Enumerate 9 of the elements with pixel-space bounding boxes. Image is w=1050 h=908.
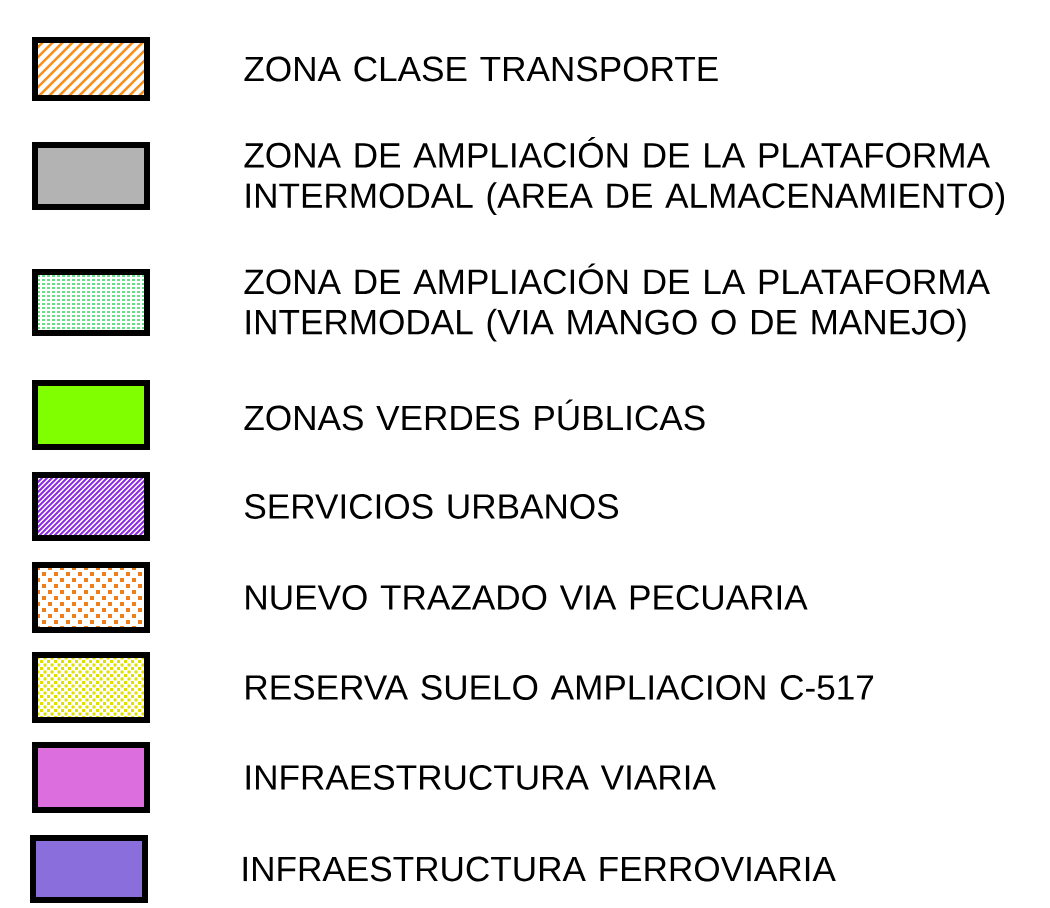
legend-label: NUEVO TRAZADO VIA PECUARIA xyxy=(246,585,808,610)
legend-label: ZONA DE AMPLIACIÓN DE LA PLATAFORMA INTERMODAL (AREA DE ALMACENAMIENTO) xyxy=(244,136,1005,216)
legend-label: ZONA DE AMPLIACIÓN DE LA PLATAFORMA INTERMODAL (VIA MANGO O DE MANEJO) xyxy=(244,263,990,342)
legend-label: RESERVA SUELO AMPLIACION C-517 xyxy=(246,675,874,700)
legend-label: SERVICIOS URBANOS xyxy=(244,494,618,519)
legend-label: ZONAS VERDES PÚBLICAS xyxy=(244,399,705,431)
legend-label: ZONA CLASE TRANSPORTE xyxy=(244,56,718,82)
legend-label: INFRAESTRUCTURA VIARIA xyxy=(246,765,716,790)
legend-label: INFRAESTRUCTURA FERROVIARIA xyxy=(243,856,836,882)
